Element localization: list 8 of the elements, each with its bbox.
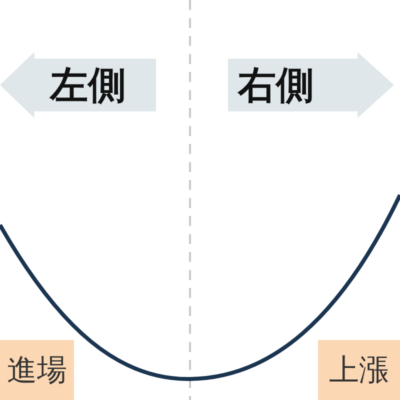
label-text: 上漲 <box>329 352 389 390</box>
label-tag <box>318 340 400 400</box>
label-text: 右側 <box>238 62 314 108</box>
direction-arrow-shape <box>0 52 156 118</box>
direction-arrow-shape <box>228 52 394 118</box>
label-text: 進場 <box>7 352 67 390</box>
label-tag <box>0 340 74 400</box>
label-text: 左側 <box>50 62 126 108</box>
